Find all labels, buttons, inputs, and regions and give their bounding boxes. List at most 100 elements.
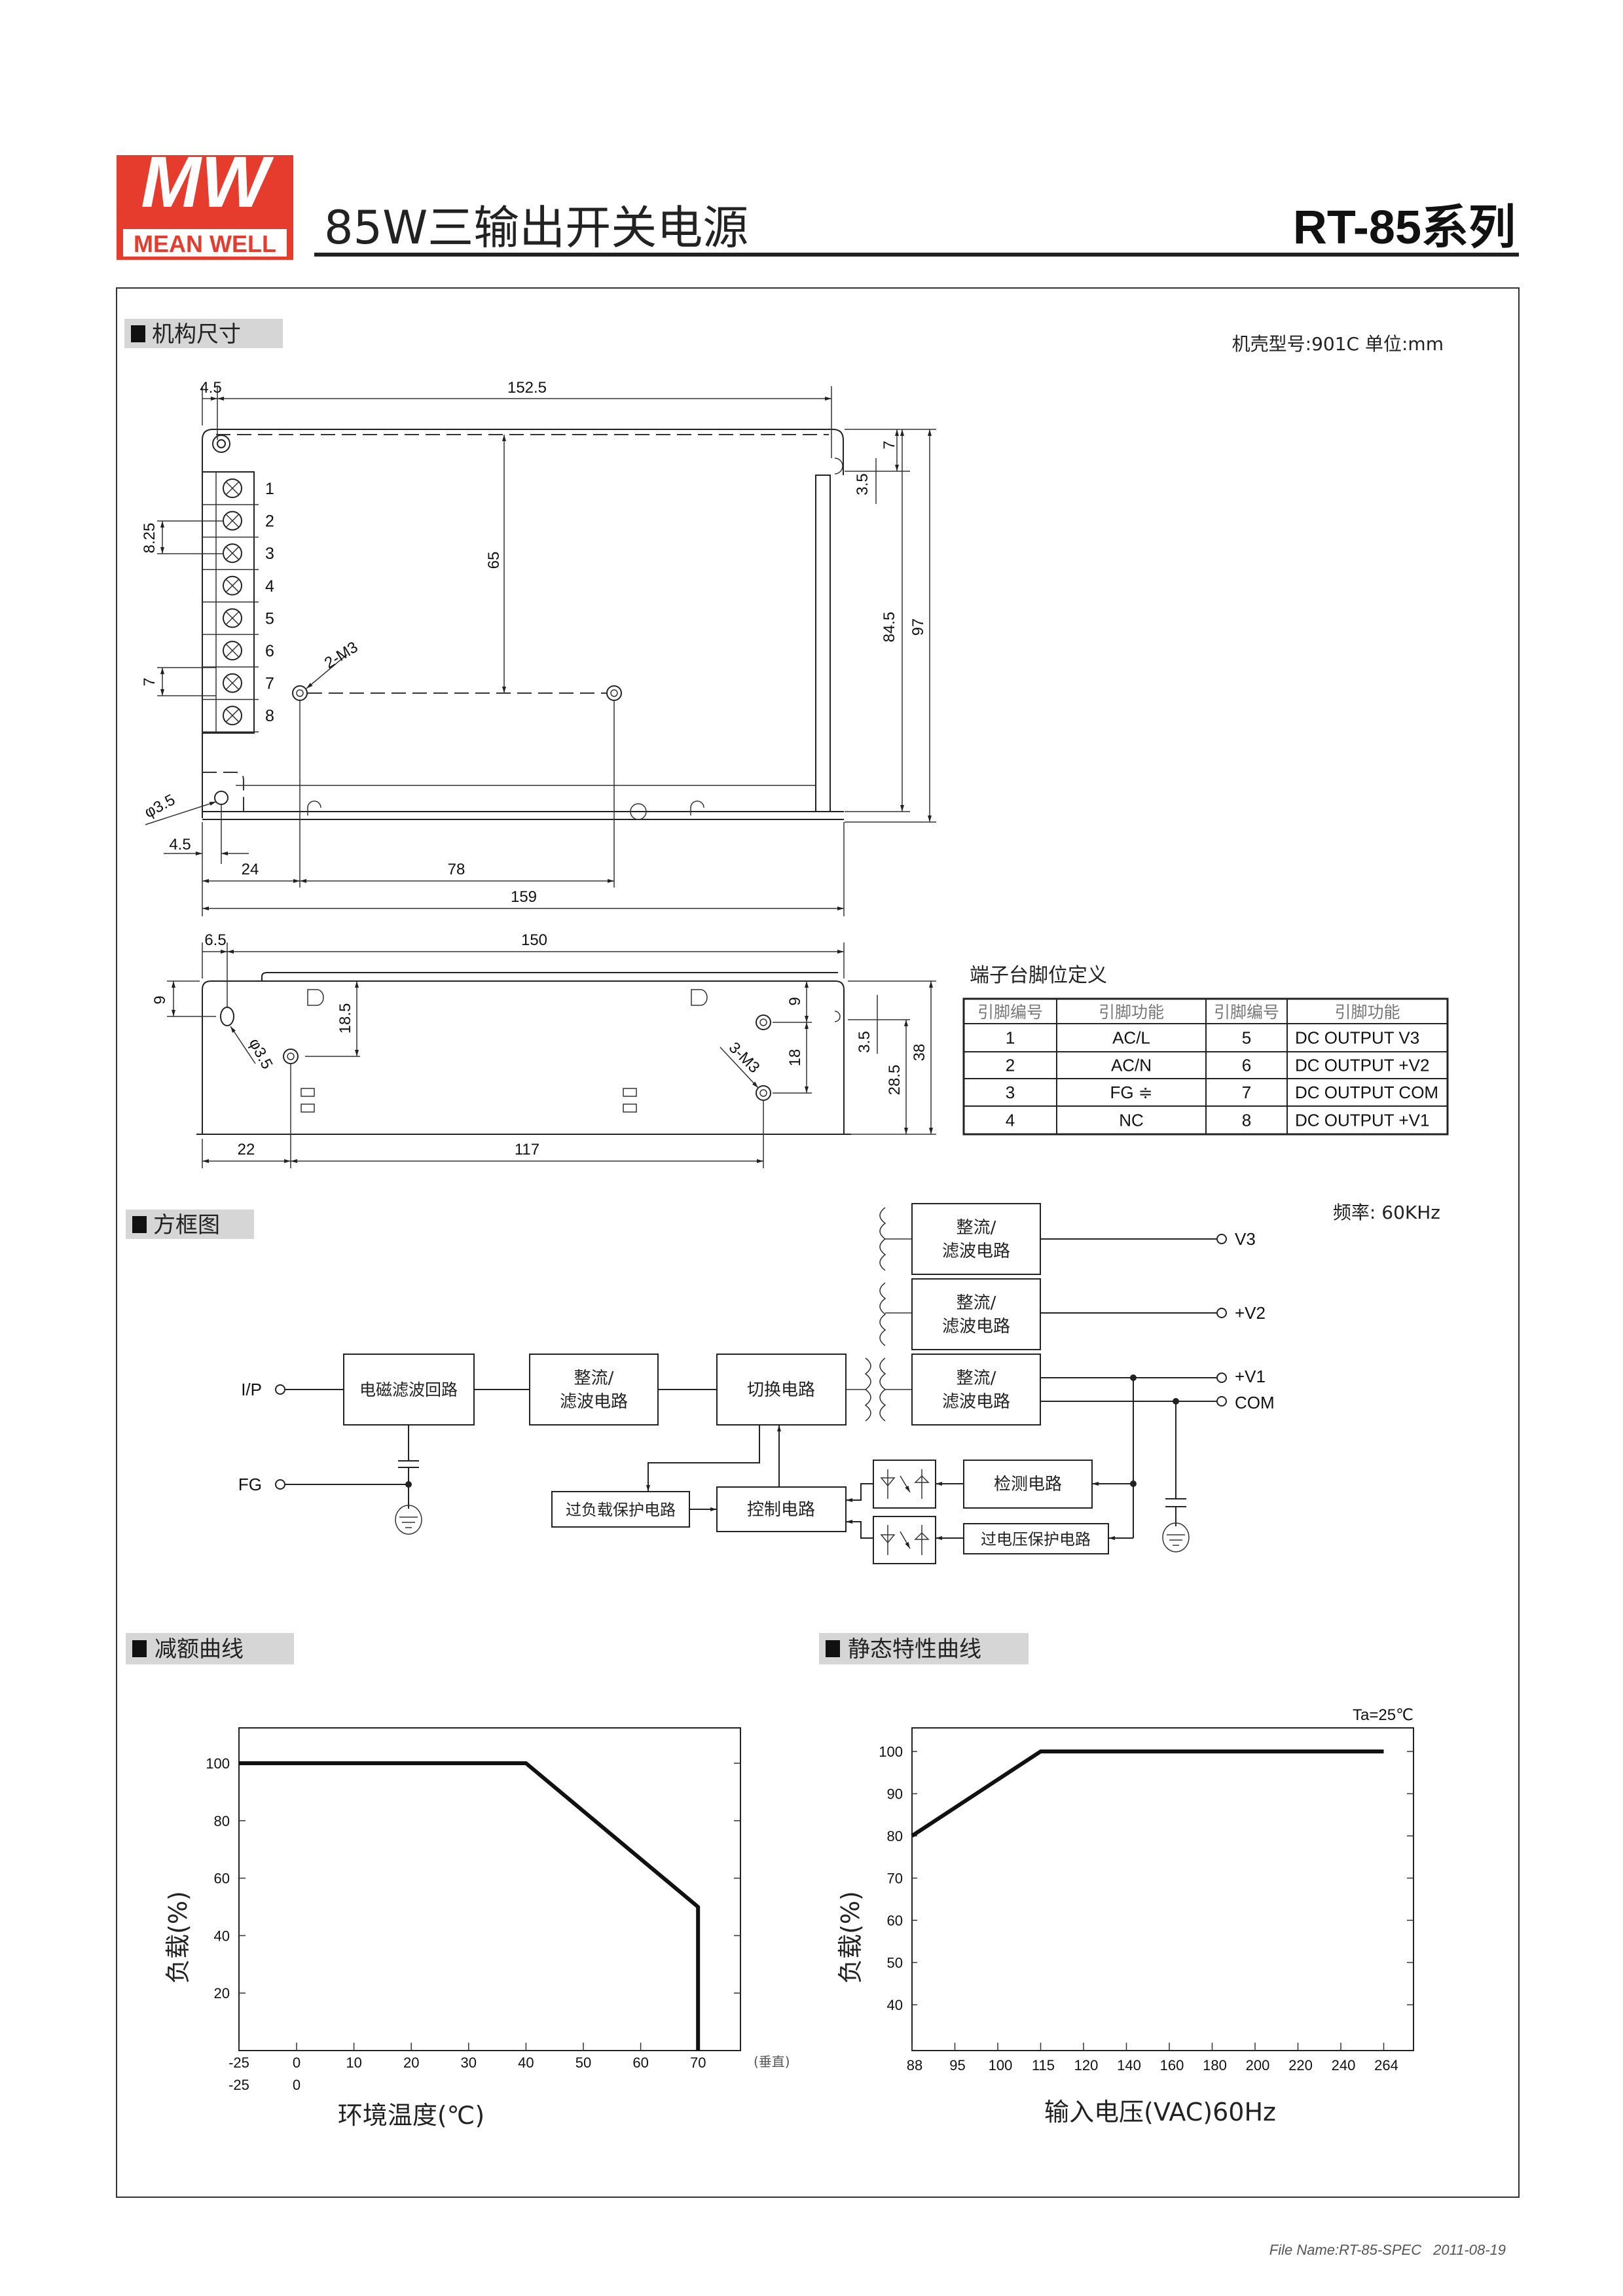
dim-label: 4.5 (169, 836, 191, 853)
terminal-cross (225, 611, 240, 625)
dim-label: 24 (242, 861, 259, 878)
block-overload-protection: 过负载保护电路 (551, 1491, 690, 1528)
block-emi-filter: 电磁滤波回路 (343, 1354, 475, 1426)
load-line (911, 1749, 1384, 1838)
x-tick-label: 100 (989, 2057, 1013, 2073)
pin-table-cell: 2 (1006, 1056, 1015, 1075)
block-input-rectifier: 整流/ 滤波电路 (529, 1354, 659, 1426)
plot-frame (911, 1727, 1414, 2051)
transformer-coil-icon (864, 1357, 871, 1422)
pin-number: 7 (265, 675, 274, 693)
terminal-screw-icon (223, 543, 242, 564)
dim-label: 84.5 (881, 612, 898, 643)
output-label-v1: +V1 (1235, 1367, 1266, 1386)
terminal-cross (225, 676, 240, 691)
svg-text:整流/: 整流/ (957, 1293, 996, 1313)
pin-table-cell: 1 (1006, 1028, 1015, 1048)
pin-number: 5 (265, 609, 274, 628)
block-rect-filter-v2: 整流/ 滤波电路 (911, 1278, 1041, 1350)
dim-label: 18 (786, 1049, 804, 1067)
screw-note: 2-M3 (321, 638, 361, 672)
svg-text:整流/: 整流/ (574, 1369, 614, 1388)
svg-text:控制电路: 控制电路 (747, 1500, 815, 1520)
pin-table-header: 引脚功能 (1099, 1003, 1164, 1022)
footer-date: 2011-08-19 (1432, 2242, 1506, 2258)
dim-label: 150 (521, 931, 547, 949)
transformer-coil-icon (879, 1207, 886, 1271)
terminal-cross (225, 514, 240, 528)
svg-text:滤波电路: 滤波电路 (942, 1317, 1010, 1336)
y-tick-label: 20 (214, 1985, 230, 2001)
terminal-cross (225, 546, 240, 560)
x-tick-label: 240 (1332, 2057, 1356, 2073)
section-header-derating: 减额曲线 (126, 1633, 294, 1664)
dim-label: 38 (911, 1044, 928, 1062)
output-terminal-icon (1216, 1308, 1227, 1318)
block-diagram: I/P FG V3 +V2 +V1 COM 整流/ 滤波电路 整流/ 滤波电路 … (238, 1203, 1275, 1564)
terminal-screw-icon (223, 575, 242, 596)
output-label-com: COM (1235, 1393, 1275, 1412)
x-tick-label-secondary: 0 (293, 2077, 301, 2093)
svg-text:滤波电路: 滤波电路 (560, 1392, 628, 1412)
dim-label: 6.5 (204, 931, 226, 949)
y-tick-label: 100 (879, 1744, 903, 1760)
input-terminal-icon (275, 1384, 285, 1395)
output-terminal-icon (1216, 1396, 1227, 1407)
dim-label: 159 (511, 888, 537, 906)
terminal-screw-icon (223, 511, 242, 531)
dim-label: 4.5 (200, 379, 221, 397)
pin-number: 3 (265, 545, 274, 563)
pin-table-title: 端子台脚位定义 (970, 964, 1107, 987)
pin-number: 1 (265, 480, 274, 498)
pin-number: 2 (265, 512, 274, 531)
y-axis-label: 负载(%) (164, 1891, 192, 1984)
pin-table-cell: NC (1119, 1111, 1144, 1130)
hole-note: φ3.5 (246, 1035, 276, 1072)
dim-label: 7 (881, 440, 898, 449)
block-switching: 切换电路 (716, 1354, 847, 1426)
pin-table-cell: DC OUTPUT V3 (1295, 1028, 1419, 1048)
pin-table-cell: 7 (1242, 1083, 1251, 1102)
frequency-note: 频率: 60KHz (1333, 1202, 1440, 1223)
ground-icon (395, 1505, 422, 1535)
x-tick-label: 88 (907, 2057, 922, 2073)
pin-table-cell: AC/N (1111, 1056, 1152, 1075)
y-tick-label: 60 (887, 1912, 903, 1929)
transformer-coil-icon (879, 1282, 886, 1346)
x-tick-label: 220 (1288, 2057, 1313, 2073)
x-tick-label: 95 (949, 2057, 965, 2073)
dim-label: 8.25 (141, 523, 158, 554)
pin-table-cell: 5 (1242, 1028, 1251, 1048)
pin-table-cell: FG ≑ (1110, 1083, 1152, 1102)
svg-text:过电压保护电路: 过电压保护电路 (981, 1530, 1091, 1549)
series-name: RT-85系列 (1293, 202, 1516, 254)
x-tick-label: 160 (1160, 2057, 1184, 2073)
y-tick-label: 60 (214, 1871, 230, 1887)
terminal-screw-icon (223, 706, 242, 726)
svg-text:检测电路: 检测电路 (994, 1475, 1062, 1494)
dim-label: 97 (909, 619, 927, 636)
svg-text:电磁滤波回路: 电磁滤波回路 (359, 1380, 458, 1399)
svg-text:方框图: 方框图 (153, 1212, 220, 1238)
pin-number: 8 (265, 707, 274, 725)
hole-note: φ3.5 (141, 791, 178, 821)
terminal-cross (225, 579, 240, 593)
svg-text:过负载保护电路: 过负载保护电路 (566, 1501, 676, 1519)
section-header-static: 静态特性曲线 (819, 1633, 1029, 1664)
pin-table-cell: DC OUTPUT COM (1295, 1083, 1438, 1102)
side-view-drawing: 6.5 150 9 18.5 φ3.5 3-M3 9 18 3.5 28.5 3… (151, 931, 936, 1168)
x-tick-label: 140 (1117, 2057, 1141, 2073)
y-tick-label: 100 (206, 1755, 230, 1772)
brand-logo: MW MEAN WELL (117, 142, 293, 260)
pin-number: 4 (265, 577, 274, 596)
fg-label: FG (238, 1475, 262, 1494)
terminal-screw-icon (223, 608, 242, 628)
dim-label: 117 (515, 1141, 539, 1158)
x-axis-note: (垂直) (754, 2054, 790, 2070)
derating-line (239, 1761, 701, 2051)
x-tick-label: 40 (518, 2054, 534, 2071)
block-detection: 检测电路 (963, 1460, 1093, 1509)
